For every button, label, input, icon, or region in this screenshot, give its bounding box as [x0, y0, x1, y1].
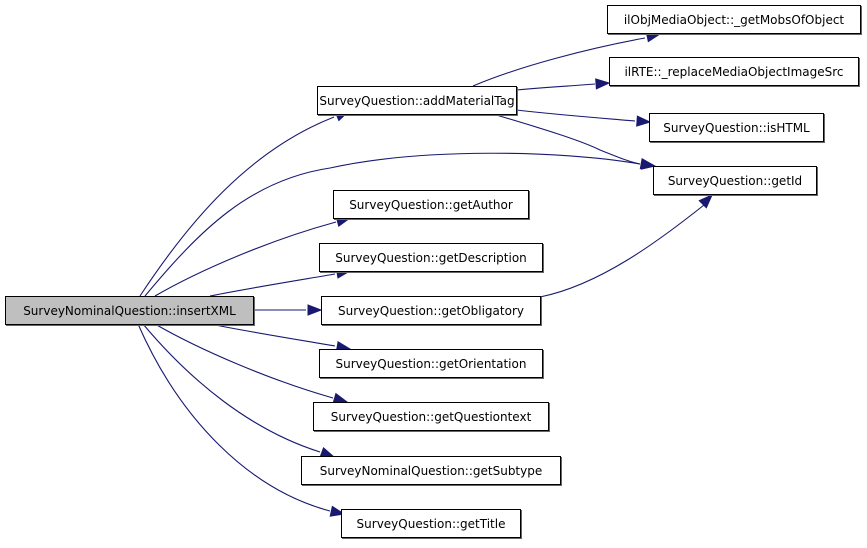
node-label: SurveyQuestion::addMaterialTag — [319, 93, 515, 108]
node-label: SurveyQuestion::isHTML — [663, 120, 810, 135]
edge-addmaterialtag-to-ishtml — [515, 109, 636, 122]
node-label: SurveyQuestion::getAuthor — [349, 197, 513, 212]
arrowhead-icon — [307, 304, 323, 316]
edge-insertxml-to-getauthor — [154, 221, 337, 297]
arrowhead-icon — [698, 194, 713, 209]
node-label: ilObjMediaObject::_getMobsOfObject — [623, 12, 845, 27]
node-label: SurveyNominalQuestion::insertXML — [23, 303, 236, 318]
node-label: SurveyQuestion::getId — [667, 173, 803, 188]
node-getsubtype[interactable]: SurveyNominalQuestion::getSubtype — [301, 456, 561, 485]
edge-addmaterialtag-to-getid — [492, 113, 641, 165]
edge-insertxml-to-gettitle — [137, 323, 331, 512]
node-label: SurveyQuestion::getOrientation — [335, 356, 527, 371]
edge-insertxml-to-getdescription — [209, 273, 336, 297]
node-label: SurveyQuestion::getDescription — [335, 250, 527, 265]
node-gettitle[interactable]: SurveyQuestion::getTitle — [341, 509, 521, 538]
node-label: SurveyQuestion::getObligatory — [338, 303, 524, 318]
node-getmobsofobject[interactable]: ilObjMediaObject::_getMobsOfObject — [607, 5, 861, 34]
node-getdescription[interactable]: SurveyQuestion::getDescription — [319, 243, 543, 272]
edge-insertxml-to-getid — [144, 152, 641, 297]
arrowhead-icon — [329, 505, 346, 517]
edge-insertxml-to-addmaterialtag — [139, 116, 335, 297]
node-insertxml-root: SurveyNominalQuestion::insertXML — [5, 296, 254, 325]
edge-addmaterialtag-to-replacemediaobjectimagesrc — [515, 83, 596, 91]
node-getauthor[interactable]: SurveyQuestion::getAuthor — [333, 190, 529, 219]
node-label: SurveyQuestion::getTitle — [356, 516, 506, 531]
node-addmaterialtag[interactable]: SurveyQuestion::addMaterialTag — [317, 86, 517, 115]
node-replacemediaobjectimagesrc[interactable]: ilRTE::_replaceMediaObjectImageSrc — [609, 57, 859, 86]
edge-insertxml-to-getsubtype — [142, 323, 321, 453]
node-label: ilRTE::_replaceMediaObjectImageSrc — [624, 64, 844, 79]
node-getobligatory[interactable]: SurveyQuestion::getObligatory — [321, 296, 541, 325]
arrowhead-icon — [595, 78, 611, 90]
node-getquestiontext[interactable]: SurveyQuestion::getQuestiontext — [313, 402, 549, 431]
node-getorientation[interactable]: SurveyQuestion::getOrientation — [319, 349, 543, 378]
arrowhead-icon — [636, 115, 652, 127]
arrowhead-icon — [639, 158, 656, 170]
edge-insertxml-to-getorientation — [209, 323, 336, 347]
node-label: SurveyQuestion::getQuestiontext — [330, 409, 532, 424]
node-label: SurveyNominalQuestion::getSubtype — [319, 463, 543, 478]
edge-getobligatory-to-getid — [539, 204, 705, 298]
edge-addmaterialtag-to-getmobsofobject — [472, 37, 646, 87]
node-ishtml[interactable]: SurveyQuestion::isHTML — [649, 113, 824, 142]
node-getid[interactable]: SurveyQuestion::getId — [653, 166, 817, 195]
edge-insertxml-to-getquestiontext — [154, 323, 334, 399]
